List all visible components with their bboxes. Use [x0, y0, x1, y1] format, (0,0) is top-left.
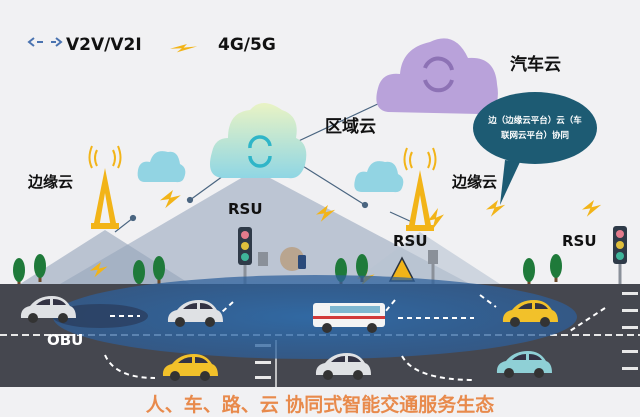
diagram-title: 人、车、路、云 协同式智能交通服务生态 [146, 393, 495, 416]
sync-icon [248, 135, 272, 168]
edge-coverage-right [350, 232, 500, 284]
legend: V2V/V2I 4G/5G [27, 35, 276, 55]
obu-label: OBU [47, 331, 83, 349]
edge-cloud-left-label: 边缘云 [27, 173, 73, 191]
legend-cellular-label: 4G/5G [218, 35, 276, 55]
rsu-unit-icon [428, 250, 438, 264]
regional-cloud-label: 区域云 [325, 116, 376, 137]
sync-icon [423, 56, 454, 93]
regional-cloud [209, 103, 307, 179]
edge-cloud-left [137, 151, 186, 183]
regional-coverage [60, 170, 470, 284]
rsu-unit-icon [258, 252, 268, 266]
v2v-arrow-icon [27, 37, 63, 47]
rsu-label-2: RSU [393, 232, 428, 250]
edge-cloud-right [354, 161, 404, 193]
cell-tower-icon [88, 145, 122, 230]
rsu-label-3: RSU [562, 232, 597, 250]
bubble-line2: 联网云平台）协同 [501, 130, 569, 141]
car-cloud [376, 38, 498, 114]
bubble-line1: 边（边缘云平台）云（车 [487, 115, 582, 126]
edge-coverage-left [20, 230, 190, 284]
collaboration-bubble: 边（边缘云平台）云（车 联网云平台）协同 [473, 92, 597, 205]
v2v-arrows [104, 294, 606, 381]
lightning-icon [170, 44, 198, 53]
ambulance-icon [313, 303, 385, 333]
car-cloud-label: 汽车云 [510, 54, 561, 75]
edge-cloud-right-label: 边缘云 [451, 173, 497, 191]
legend-v2v-label: V2V/V2I [66, 35, 142, 55]
rsu-label-1: RSU [228, 200, 263, 218]
traffic-light-icon [613, 226, 627, 286]
